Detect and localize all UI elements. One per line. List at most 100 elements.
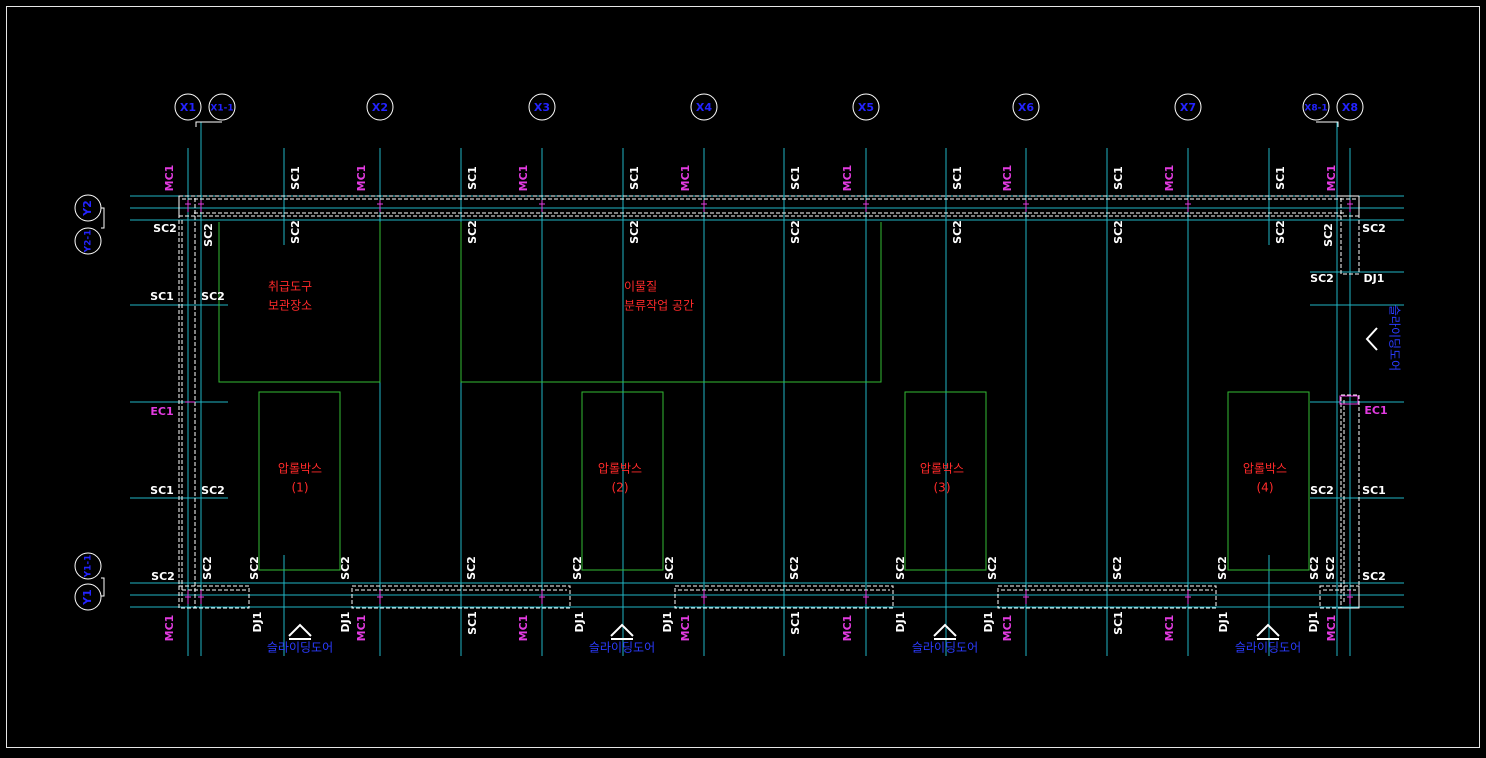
room-label: (2) [612,481,629,495]
member-label-sc2: SC2 [1274,220,1287,244]
sliding-door-arrow-icon [1256,623,1280,637]
member-label-sc2: SC2 [1216,556,1229,580]
column-mark [1339,395,1359,405]
member-label-sc2: SC2 [788,556,801,580]
grid-bubble-x [208,93,236,121]
member-label-mc1: MC1 [1325,165,1338,192]
sliding-door-arrow-icon [610,623,634,637]
room-label: 압롤박스 [920,462,964,476]
column-marks [185,200,1359,604]
member-label-sc2: SC2 [1112,220,1125,244]
room-label: 이물질 [624,280,657,294]
grid-bubble-label: X7 [1180,101,1196,114]
member-label-sc1: SC1 [951,166,964,190]
member-label-mc1: MC1 [679,615,692,642]
sliding-door-label: 슬라이딩도어 [912,641,978,655]
member-label-sc1: SC1 [1274,166,1287,190]
member-label-mc1: MC1 [1325,615,1338,642]
grid-bubble-label: X6 [1018,101,1034,114]
grid-bubble-label: Y1-1 [84,555,94,579]
member-label-ec1: EC1 [150,405,173,418]
grid-bubble-label: X5 [858,101,874,114]
room-label: 보관장소 [268,299,312,313]
zone-sorting-area [460,222,882,383]
member-label-sc2: SC2 [153,222,177,235]
member-label-dj1: DJ1 [251,612,264,633]
grid-bubble-y [74,583,102,611]
member-label-sc2: SC2 [201,290,225,303]
sliding-door-arrow-icon [1365,327,1378,351]
member-label-sc2: SC2 [201,484,225,497]
wall-bottom-segment [997,585,1217,609]
member-label-sc1: SC1 [1112,166,1125,190]
wall-bottom-segment [674,585,894,609]
sliding-door-arrow-icon [288,623,312,637]
grid-offset-leader [101,207,105,229]
grid-bubble-label: X1-1 [210,104,233,114]
room-label: (4) [1257,481,1274,495]
member-label-sc2: SC2 [1111,556,1124,580]
member-label-sc2: SC2 [571,556,584,580]
member-label-dj1: DJ1 [1364,272,1385,285]
member-label-dj1: DJ1 [1307,612,1320,633]
member-label-mc1: MC1 [517,615,530,642]
room-label: (1) [292,481,309,495]
member-label-sc2: SC2 [1308,556,1321,580]
member-labels: MC1MC1MC1MC1MC1MC1MC1MC1MC1MC1MC1MC1MC1M… [150,165,1387,642]
zone-tool-storage [218,222,381,383]
member-label-mc1: MC1 [517,165,530,192]
member-label-dj1: DJ1 [1217,612,1230,633]
member-label-sc2: SC2 [628,220,641,244]
room-label: 압롤박스 [278,462,322,476]
grid-bubble-x [852,93,880,121]
grid-bubble-label: X8 [1342,101,1358,114]
grid-bubble-label: Y1 [81,589,94,606]
sliding-door-label: 슬라이딩도어 [267,641,333,655]
member-label-mc1: MC1 [355,165,368,192]
grid-bubble-x [1174,93,1202,121]
member-label-sc2: SC2 [202,223,215,247]
member-label-sc2: SC2 [894,556,907,580]
member-label-sc2: SC2 [466,220,479,244]
member-label-mc1: MC1 [355,615,368,642]
member-label-sc1: SC1 [789,611,802,635]
grid-offset-leader [1316,121,1339,127]
member-label-mc1: MC1 [841,165,854,192]
member-label-sc2: SC2 [201,556,214,580]
grid-bubble-label: Y2-1 [84,230,94,254]
grid-bubble-x [366,93,394,121]
grid-bubble-y [74,552,102,580]
wall-right-upper [1340,195,1360,275]
grid-bubble-y [74,194,102,222]
member-label-sc2: SC2 [951,220,964,244]
member-label-sc1: SC1 [466,166,479,190]
zone-roll-box [581,391,664,571]
grid-bubble-x [1302,93,1330,121]
wall-bottom-segment [351,585,571,609]
member-label-sc2: SC2 [1310,272,1334,285]
grid-bubble-label: Y2 [81,200,94,217]
member-label-sc2: SC2 [986,556,999,580]
grid-bubble-label: X3 [534,101,550,114]
grid-bubble-x [528,93,556,121]
member-label-mc1: MC1 [1001,165,1014,192]
member-label-sc1: SC1 [466,611,479,635]
member-label-dj1: DJ1 [339,612,352,633]
work-zones [218,222,1310,571]
member-label-dj1: DJ1 [894,612,907,633]
grid-offset-leader [101,577,105,597]
room-label: 취급도구 [268,280,312,294]
member-label-mc1: MC1 [1001,615,1014,642]
member-label-ec1: EC1 [1364,404,1387,417]
member-label-mc1: MC1 [1163,165,1176,192]
grid-bubble-x [174,93,202,121]
member-label-sc2: SC2 [663,556,676,580]
member-label-sc1: SC1 [150,484,174,497]
member-label-dj1: DJ1 [982,612,995,633]
member-label-mc1: MC1 [163,615,176,642]
room-label: 분류작업 공간 [624,299,694,313]
